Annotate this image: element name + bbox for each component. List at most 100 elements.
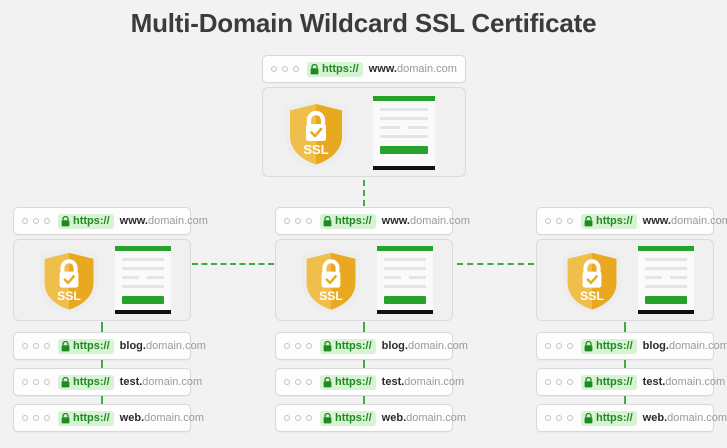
document-text-line <box>645 276 662 279</box>
browser-dot-icon <box>44 379 50 385</box>
document-text-line <box>384 285 426 288</box>
document-text-line <box>670 276 687 279</box>
browser-dot-icon <box>567 379 573 385</box>
primary-url-host: www.domain.com <box>369 63 457 75</box>
https-badge: https:// <box>320 338 376 354</box>
document-base-bar <box>638 310 694 314</box>
document-text-line <box>645 258 687 261</box>
column-left-url-bar[interactable]: https:// www.domain.com <box>13 207 208 235</box>
svg-text:SSL: SSL <box>580 289 604 303</box>
subdomain-bar-blog-center[interactable]: https:// blog.domain.com <box>275 332 468 360</box>
browser-dot-icon <box>306 415 312 421</box>
subdomain-host: blog.domain.com <box>382 340 468 352</box>
window-controls <box>271 66 299 72</box>
document-text-line <box>384 267 426 270</box>
svg-text:SSL: SSL <box>303 142 328 157</box>
https-badge: https:// <box>58 410 114 426</box>
browser-dot-icon <box>293 66 299 72</box>
subdomain-bar-test-center[interactable]: https:// test.domain.com <box>275 368 464 396</box>
subdomain-bar-test-left[interactable]: https:// test.domain.com <box>13 368 202 396</box>
ssl-shield-icon: SSL <box>285 99 347 169</box>
https-label: https:// <box>73 214 110 227</box>
window-controls <box>545 343 573 349</box>
subdomain-bar-web-right[interactable]: https:// web.domain.com <box>536 404 727 432</box>
document-header-bar <box>115 246 171 251</box>
browser-dot-icon <box>33 343 39 349</box>
document-text-line <box>645 285 687 288</box>
document-mock <box>373 96 435 170</box>
https-badge: https:// <box>320 374 376 390</box>
url-root: domain.com <box>406 411 467 424</box>
subdomain-bar-web-left[interactable]: https:// web.domain.com <box>13 404 204 432</box>
url-subdomain: www. <box>119 214 148 227</box>
document-mock <box>377 246 433 314</box>
document-text-line-split <box>122 276 164 279</box>
primary-browser-window: https:// www.domain.com SSL <box>262 55 466 177</box>
connector-blog-to-test-left <box>101 360 103 368</box>
browser-dot-icon <box>567 218 573 224</box>
url-root: domain.com <box>148 214 208 227</box>
browser-dot-icon <box>22 415 28 421</box>
url-subdomain: blog. <box>119 339 146 352</box>
lock-icon <box>310 63 319 74</box>
browser-dot-icon <box>556 343 562 349</box>
subdomain-bar-blog-left[interactable]: https:// blog.domain.com <box>13 332 206 360</box>
document-text-line <box>408 126 428 129</box>
browser-dot-icon <box>567 343 573 349</box>
lock-icon <box>584 340 593 351</box>
subdomain-bar-blog-right[interactable]: https:// blog.domain.com <box>536 332 727 360</box>
lock-icon <box>584 412 593 423</box>
svg-text:SSL: SSL <box>319 289 343 303</box>
document-text-line <box>384 276 401 279</box>
https-badge: https:// <box>58 338 114 354</box>
column-right-url-bar[interactable]: https:// www.domain.com <box>536 207 727 235</box>
lock-icon <box>584 215 593 226</box>
document-base-bar <box>115 310 171 314</box>
url-subdomain: test. <box>642 375 666 388</box>
url-root: domain.com <box>667 411 727 424</box>
url-subdomain: blog. <box>642 339 669 352</box>
https-badge: https:// <box>58 374 114 390</box>
column-right-url-host: www.domain.com <box>643 215 727 227</box>
subdomain-bar-web-center[interactable]: https:// web.domain.com <box>275 404 466 432</box>
document-header-bar <box>377 246 433 251</box>
lock-icon <box>61 340 70 351</box>
document-text-line <box>122 258 164 261</box>
url-subdomain: web. <box>381 411 407 424</box>
document-text-line <box>147 276 164 279</box>
window-controls <box>545 415 573 421</box>
browser-dot-icon <box>44 415 50 421</box>
primary-url-bar[interactable]: https:// www.domain.com <box>262 55 466 83</box>
subdomain-bar-test-right[interactable]: https:// test.domain.com <box>536 368 725 396</box>
https-label: https:// <box>335 375 372 388</box>
column-center-url-bar[interactable]: https:// www.domain.com <box>275 207 470 235</box>
https-badge: https:// <box>581 374 637 390</box>
document-base-bar <box>377 310 433 314</box>
document-action-button <box>122 296 164 304</box>
subdomain-host: web.domain.com <box>381 411 467 424</box>
url-root: domain.com <box>665 375 726 388</box>
https-label: https:// <box>73 339 110 352</box>
url-root: domain.com <box>145 339 206 352</box>
window-controls <box>284 218 312 224</box>
window-controls <box>284 415 312 421</box>
browser-dot-icon <box>545 379 551 385</box>
lock-icon <box>323 376 332 387</box>
primary-window-viewport: SSL <box>262 87 466 177</box>
https-label: https:// <box>322 62 359 75</box>
browser-dot-icon <box>306 343 312 349</box>
url-root: domain.com <box>142 375 203 388</box>
connector-primary-to-row <box>363 180 365 206</box>
browser-dot-icon <box>545 343 551 349</box>
column-left-url-host: www.domain.com <box>119 214 208 227</box>
window-controls <box>545 218 573 224</box>
https-badge: https:// <box>320 410 376 426</box>
url-subdomain: test. <box>119 375 143 388</box>
lock-icon <box>323 340 332 351</box>
document-body <box>373 101 435 166</box>
browser-dot-icon <box>33 379 39 385</box>
browser-dot-icon <box>284 379 290 385</box>
browser-dot-icon <box>306 379 312 385</box>
browser-dot-icon <box>33 218 39 224</box>
window-controls <box>545 379 573 385</box>
